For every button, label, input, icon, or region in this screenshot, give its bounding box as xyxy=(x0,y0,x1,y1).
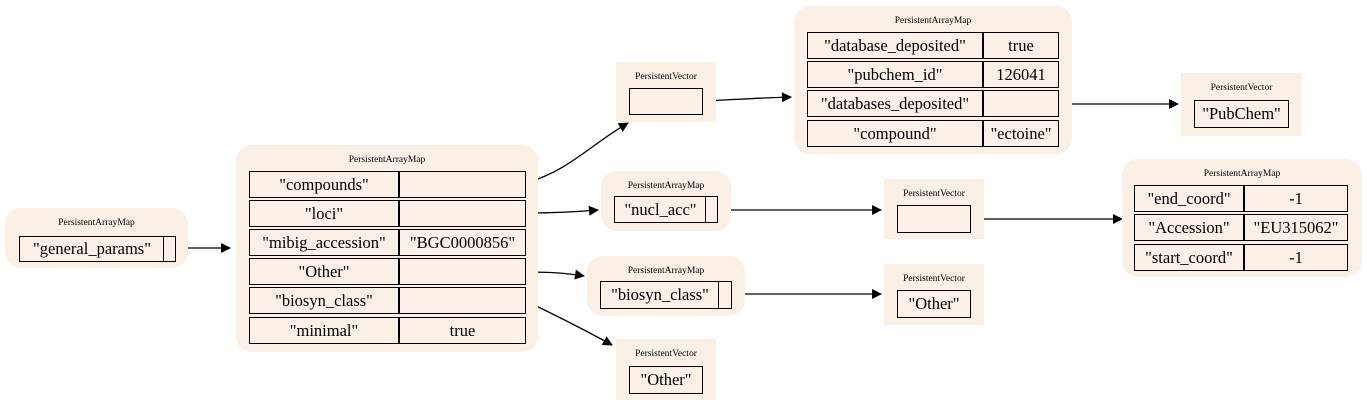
compounds-key: "compounds" xyxy=(249,171,399,198)
loci-key: "loci" xyxy=(249,200,399,227)
nucl-vector-node: PersistentVector xyxy=(884,179,984,239)
compounds-vector-node: PersistentVector xyxy=(616,62,716,122)
database-deposited-key: "database_deposited" xyxy=(807,32,983,59)
biosyn-vector-item: "Other" xyxy=(629,366,703,394)
database-deposited-value: true xyxy=(983,32,1059,59)
pubchem-id-key: "pubchem_id" xyxy=(807,61,983,88)
loci-value xyxy=(399,200,526,227)
pubchem-vector-node: PersistentVector "PubChem" xyxy=(1181,73,1302,136)
edge-vector-to-compound-map xyxy=(702,92,792,103)
node-title: PersistentArrayMap xyxy=(1203,169,1281,179)
databases-deposited-key: "databases_deposited" xyxy=(807,90,983,117)
node-title: PersistentVector xyxy=(635,349,697,359)
nucl-vector-item xyxy=(897,205,971,233)
pubchem-item: "PubChem" xyxy=(1194,100,1289,128)
minimal-key: "minimal" xyxy=(249,317,399,344)
pubchem-id-value: 126041 xyxy=(983,61,1059,88)
other-value xyxy=(399,258,526,285)
databases-deposited-value xyxy=(983,90,1059,117)
biosyn-class-value xyxy=(399,287,526,314)
node-title: PersistentVector xyxy=(1210,83,1273,93)
compound-map-node: PersistentArrayMap "database_deposited" … xyxy=(794,6,1072,154)
other-map-node: PersistentArrayMap "biosyn_class" xyxy=(587,256,745,316)
root-map-node: PersistentArrayMap "general_params" xyxy=(5,208,188,268)
edge-compounds-to-vector xyxy=(525,122,629,184)
node-title: PersistentVector xyxy=(903,274,965,284)
main-map-node: PersistentArrayMap "compounds" "loci" "m… xyxy=(236,145,538,352)
biosyn-class-inner-port xyxy=(718,281,732,309)
biosyn-class-inner-key: "biosyn_class" xyxy=(600,281,720,309)
node-title: PersistentArrayMap xyxy=(627,266,705,276)
minimal-value: true xyxy=(399,317,526,344)
accession-key: "Accession" xyxy=(1134,214,1244,241)
node-title: PersistentArrayMap xyxy=(627,181,705,191)
node-title: PersistentVector xyxy=(903,189,965,199)
general-params-port xyxy=(163,236,176,262)
node-title: PersistentVector xyxy=(635,72,697,82)
end-coord-value: -1 xyxy=(1244,185,1348,212)
biosyn-class-key: "biosyn_class" xyxy=(249,287,399,314)
compounds-value xyxy=(399,171,526,198)
accession-map-node: PersistentArrayMap "end_coord" -1 "Acces… xyxy=(1122,159,1362,277)
other-key: "Other" xyxy=(249,258,399,285)
nucl-acc-key: "nucl_acc" xyxy=(614,196,707,223)
node-title: PersistentArrayMap xyxy=(58,218,135,228)
node-title: PersistentArrayMap xyxy=(894,16,972,26)
accession-value: "EU315062" xyxy=(1244,214,1348,241)
start-coord-value: -1 xyxy=(1244,244,1348,271)
other-vector-node: PersistentVector "Other" xyxy=(884,264,984,325)
compound-key: "compound" xyxy=(807,120,983,147)
nucl-acc-port xyxy=(705,196,718,223)
loci-map-node: PersistentArrayMap "nucl_acc" xyxy=(601,171,731,231)
end-coord-key: "end_coord" xyxy=(1134,185,1244,212)
mibig-accession-value: "BGC0000856" xyxy=(399,229,526,256)
general-params-key: "general_params" xyxy=(19,236,165,262)
start-coord-key: "start_coord" xyxy=(1134,244,1244,271)
compound-value: "ectoine" xyxy=(983,120,1059,147)
node-title: PersistentArrayMap xyxy=(348,155,426,165)
biosyn-vector-node: PersistentVector "Other" xyxy=(616,339,716,400)
mibig-accession-key: "mibig_accession" xyxy=(249,229,399,256)
compounds-vector-item xyxy=(629,88,703,115)
other-vector-item: "Other" xyxy=(897,290,971,318)
